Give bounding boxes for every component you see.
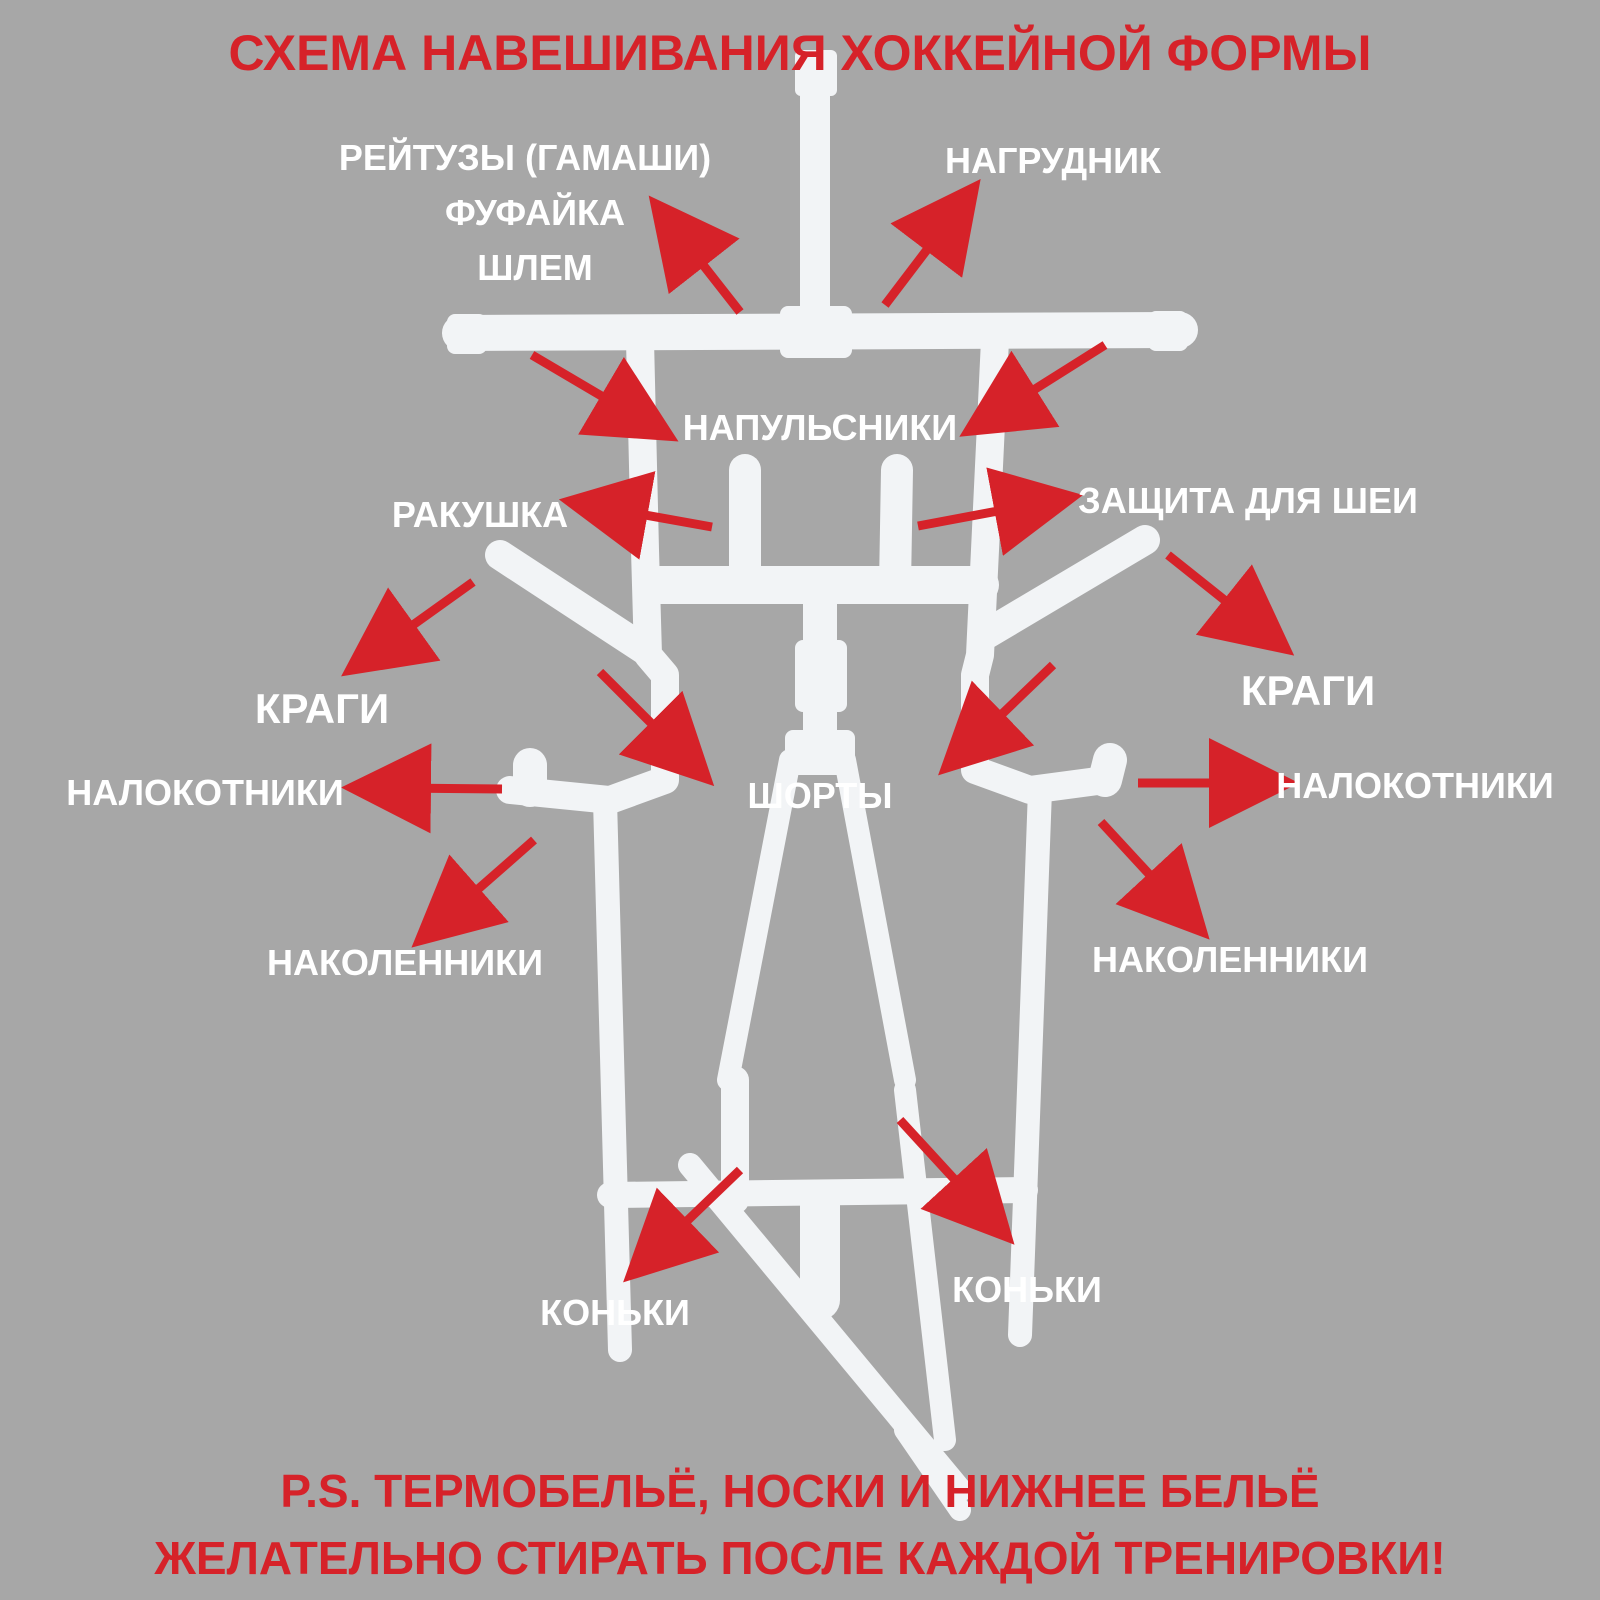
arrow-shorts-right xyxy=(938,661,1057,776)
arrow-skate-left xyxy=(623,1166,744,1283)
label-elbows-left: НАЛОКОТНИКИ xyxy=(66,772,344,813)
label-leggings: РЕЙТУЗЫ (ГАМАШИ) xyxy=(338,137,712,178)
arrow-knee-right xyxy=(1097,818,1210,940)
label-knees-right: НАКОЛЕННИКИ xyxy=(1091,939,1369,980)
arrow-helmet xyxy=(648,195,744,315)
arrow-neck xyxy=(917,467,1084,556)
label-knees-left: НАКОЛЕННИКИ xyxy=(266,942,544,983)
arrow-knee-left xyxy=(411,836,537,948)
arrow-chest xyxy=(881,178,981,308)
arrow-wrist-right xyxy=(959,341,1108,437)
label-skates-left: КОНЬКИ xyxy=(540,1292,690,1333)
footnote-line-2: ЖЕЛАТЕЛЬНО СТИРАТЬ ПОСЛЕ КАЖДОЙ ТРЕНИРОВ… xyxy=(154,1532,1446,1584)
label-gloves-left: КРАГИ xyxy=(254,685,390,732)
arrow-glove-left xyxy=(341,578,476,677)
label-skates-right: КОНЬКИ xyxy=(952,1269,1102,1310)
arrow-jock xyxy=(558,471,713,560)
pointer-arrows xyxy=(341,178,1299,1283)
arrow-glove-right xyxy=(1165,551,1295,656)
label-jock: РАКУШКА xyxy=(391,494,569,535)
arrow-wrist-left xyxy=(529,351,679,442)
label-helmet: ШЛЕМ xyxy=(477,247,593,288)
rack-frame xyxy=(442,50,1198,1521)
label-chest: НАГРУДНИК xyxy=(945,140,1161,181)
arrow-elbow-left xyxy=(341,743,503,834)
label-gloves-right: КРАГИ xyxy=(1240,667,1376,714)
label-jersey: ФУФАЙКА xyxy=(444,192,626,233)
diagram-title: СХЕМА НАВЕШИВАНИЯ ХОККЕЙНОЙ ФОРМЫ xyxy=(228,25,1372,81)
label-shorts: ШОРТЫ xyxy=(747,775,893,816)
label-neck: ЗАЩИТА ДЛЯ ШЕИ xyxy=(1078,480,1418,521)
arrow-skate-right xyxy=(896,1116,1015,1245)
arrow-shorts-left xyxy=(596,668,715,787)
label-wristbands: НАПУЛЬСНИКИ xyxy=(682,407,958,448)
label-elbows-right: НАЛОКОТНИКИ xyxy=(1276,765,1554,806)
footnote-line-1: P.S. ТЕРМОБЕЛЬЁ, НОСКИ И НИЖНЕЕ БЕЛЬЁ xyxy=(280,1465,1320,1517)
